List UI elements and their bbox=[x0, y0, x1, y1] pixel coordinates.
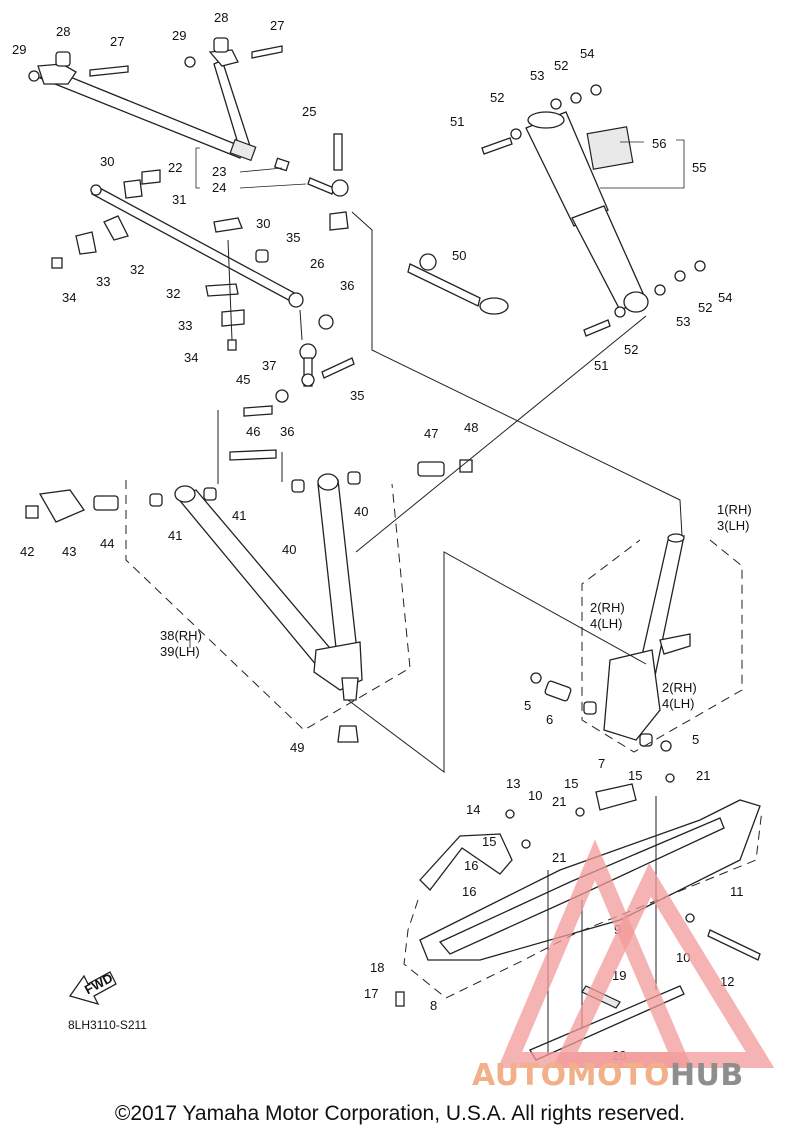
label-23: 23 bbox=[212, 164, 226, 179]
label-54: 54 bbox=[718, 290, 732, 305]
label-6: 6 bbox=[546, 712, 553, 727]
label-29: 29 bbox=[12, 42, 26, 57]
label-2: 2(RH) bbox=[590, 600, 625, 615]
label-27: 27 bbox=[110, 34, 124, 49]
label-2: 2(RH) bbox=[662, 680, 697, 695]
label-55: 55 bbox=[692, 160, 706, 175]
label-4: 4(LH) bbox=[590, 616, 623, 631]
label-15: 15 bbox=[628, 768, 642, 783]
label-4: 4(LH) bbox=[662, 696, 695, 711]
tool-50 bbox=[407, 253, 509, 315]
copyright-notice: ©2017 Yamaha Motor Corporation, U.S.A. A… bbox=[114, 1102, 686, 1125]
spindle-group-box bbox=[581, 539, 743, 753]
label-41: 41 bbox=[232, 508, 246, 523]
watermark-logo bbox=[497, 840, 775, 1068]
label-18: 18 bbox=[370, 960, 384, 975]
label-44: 44 bbox=[100, 536, 114, 551]
label-8: 8 bbox=[430, 998, 437, 1013]
label-5: 5 bbox=[524, 698, 531, 713]
diagram-code: 8LH3110-S211 bbox=[68, 1018, 147, 1032]
watermark-text: AUTOMOTOHUB bbox=[472, 1058, 744, 1093]
label-56: 56 bbox=[652, 136, 666, 151]
label-33: 33 bbox=[178, 318, 192, 333]
label-14: 14 bbox=[466, 802, 480, 817]
label-36: 36 bbox=[340, 278, 354, 293]
label-1: 1(RH) bbox=[717, 502, 752, 517]
label-33: 33 bbox=[96, 274, 110, 289]
label-27: 27 bbox=[270, 18, 284, 33]
ski-spindle bbox=[530, 533, 691, 752]
label-17: 17 bbox=[364, 986, 378, 1001]
label-3: 3(LH) bbox=[717, 518, 750, 533]
label-47: 47 bbox=[424, 426, 438, 441]
label-51: 51 bbox=[594, 358, 608, 373]
label-37: 37 bbox=[262, 358, 276, 373]
label-16: 16 bbox=[464, 858, 478, 873]
label-52: 52 bbox=[624, 342, 638, 357]
label-45: 45 bbox=[236, 372, 250, 387]
fwd-arrow-icon: FWD bbox=[68, 970, 117, 1006]
label-40: 40 bbox=[354, 504, 368, 519]
label-19: 19 bbox=[612, 968, 626, 983]
label-26: 26 bbox=[310, 256, 324, 271]
shock-absorber bbox=[481, 84, 706, 337]
radius-rod-assembly bbox=[28, 37, 349, 231]
label-53: 53 bbox=[676, 314, 690, 329]
part-number-labels: 1(RH) 3(LH) 2(RH) 4(LH) 2(RH) 4(LH) 5 5 … bbox=[12, 10, 752, 1063]
label-13: 13 bbox=[506, 776, 520, 791]
label-34: 34 bbox=[184, 350, 198, 365]
label-36: 36 bbox=[280, 424, 294, 439]
label-11: 11 bbox=[730, 884, 744, 899]
label-21: 21 bbox=[696, 768, 710, 783]
label-29: 29 bbox=[172, 28, 186, 43]
stabilizer-bar bbox=[51, 169, 334, 351]
label-30: 30 bbox=[100, 154, 114, 169]
label-52: 52 bbox=[554, 58, 568, 73]
label-10: 10 bbox=[528, 788, 542, 803]
label-32: 32 bbox=[166, 286, 180, 301]
label-32: 32 bbox=[130, 262, 144, 277]
label-34: 34 bbox=[62, 290, 76, 305]
stabilizer-link bbox=[275, 343, 355, 403]
label-43: 43 bbox=[62, 544, 76, 559]
label-15: 15 bbox=[564, 776, 578, 791]
label-48: 48 bbox=[464, 420, 478, 435]
label-52: 52 bbox=[490, 90, 504, 105]
label-21: 21 bbox=[552, 794, 566, 809]
label-5: 5 bbox=[692, 732, 699, 747]
label-7: 7 bbox=[598, 756, 605, 771]
label-16: 16 bbox=[462, 884, 476, 899]
label-21: 21 bbox=[552, 850, 566, 865]
label-46: 46 bbox=[246, 424, 260, 439]
label-38: 38(RH) bbox=[160, 628, 202, 643]
leader-lines bbox=[186, 139, 685, 648]
label-35: 35 bbox=[286, 230, 300, 245]
label-24: 24 bbox=[212, 180, 226, 195]
label-28: 28 bbox=[56, 24, 70, 39]
label-53: 53 bbox=[530, 68, 544, 83]
a-arm-group-box bbox=[125, 480, 411, 731]
label-52: 52 bbox=[698, 300, 712, 315]
label-15: 15 bbox=[482, 834, 496, 849]
label-51: 51 bbox=[450, 114, 464, 129]
label-35: 35 bbox=[350, 388, 364, 403]
label-40: 40 bbox=[282, 542, 296, 557]
label-22: 22 bbox=[168, 160, 182, 175]
label-30: 30 bbox=[256, 216, 270, 231]
label-49: 49 bbox=[290, 740, 304, 755]
label-50: 50 bbox=[452, 248, 466, 263]
label-25: 25 bbox=[302, 104, 316, 119]
ski-group-box bbox=[403, 809, 763, 999]
label-42: 42 bbox=[20, 544, 34, 559]
label-31: 31 bbox=[172, 192, 186, 207]
label-41: 41 bbox=[168, 528, 182, 543]
label-28: 28 bbox=[214, 10, 228, 25]
lower-a-arm bbox=[25, 405, 473, 743]
label-54: 54 bbox=[580, 46, 594, 61]
label-39: 39(LH) bbox=[160, 644, 200, 659]
